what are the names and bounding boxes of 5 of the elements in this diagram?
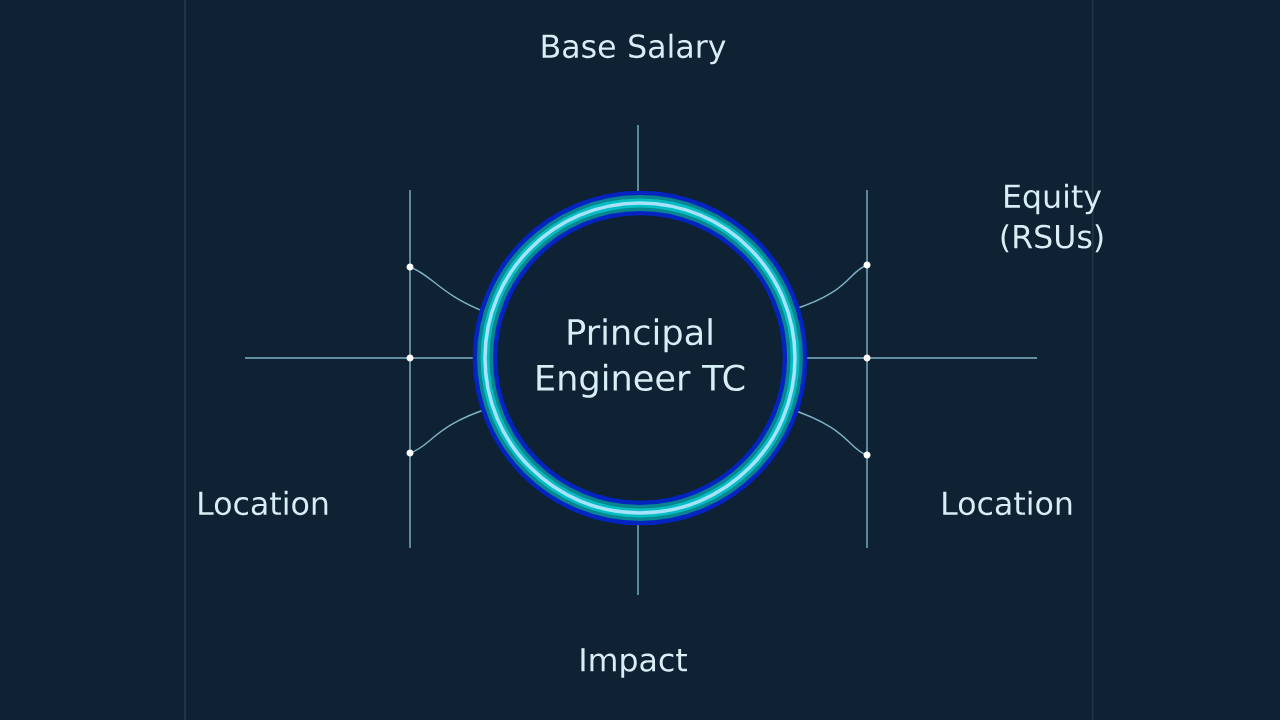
category-label: Location <box>199 490 328 516</box>
category-label: Equity (RSUs) <box>1001 183 1103 253</box>
category-label: Location <box>943 490 1072 516</box>
category-label: Impact <box>581 648 687 678</box>
category-label: Base Salary <box>542 33 726 65</box>
